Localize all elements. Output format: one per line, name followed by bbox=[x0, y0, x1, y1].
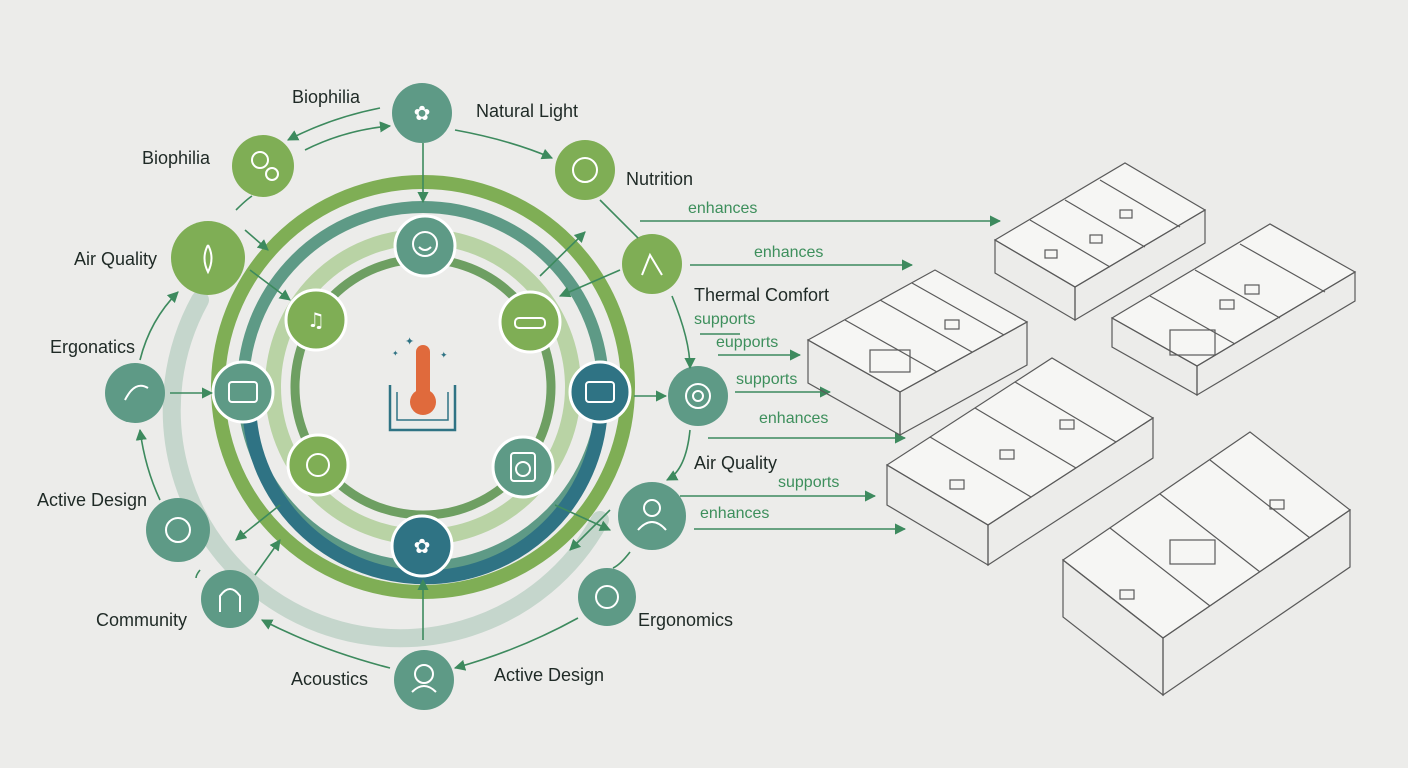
floor-plan-3 bbox=[806, 269, 1029, 437]
label-biophilia-left: Biophilia bbox=[142, 148, 211, 168]
label-acoustics: Acoustics bbox=[291, 669, 369, 689]
svg-text:♫: ♫ bbox=[307, 308, 325, 332]
outer-nodes: ✿ bbox=[105, 83, 728, 710]
label-community: Community bbox=[96, 610, 188, 630]
node-air-quality-left[interactable] bbox=[171, 221, 245, 295]
node-community[interactable] bbox=[201, 570, 259, 628]
label-air-quality-left: Air Quality bbox=[74, 249, 158, 269]
svg-text:✦: ✦ bbox=[405, 335, 414, 348]
relation-label: supports bbox=[778, 474, 840, 491]
svg-text:✦: ✦ bbox=[440, 351, 448, 361]
node-biophilia-left[interactable] bbox=[232, 135, 294, 197]
label-ergonomics-right: Ergonomics bbox=[638, 610, 734, 630]
kitchen-node[interactable] bbox=[211, 360, 275, 424]
label-nutrition: Nutrition bbox=[626, 169, 694, 189]
music-node[interactable]: ♫ bbox=[284, 288, 348, 352]
relation-arrows bbox=[640, 215, 1002, 535]
label-ergonatics: Ergonatics bbox=[50, 337, 136, 357]
washer-node[interactable] bbox=[491, 435, 555, 499]
relation-label: supports bbox=[694, 311, 756, 328]
svg-text:✿: ✿ bbox=[414, 101, 431, 125]
floor-plan-2 bbox=[1110, 223, 1357, 397]
floor-plans bbox=[806, 162, 1357, 697]
node-biophilia-top[interactable]: ✿ bbox=[392, 83, 452, 143]
node-thermal-comfort[interactable] bbox=[668, 366, 728, 426]
label-biophilia-top: Biophilia bbox=[292, 87, 361, 107]
flower-center-node[interactable]: ✿ bbox=[390, 514, 454, 578]
car-node[interactable] bbox=[498, 290, 562, 354]
floor-plan-4 bbox=[885, 357, 1155, 567]
label-thermal-comfort: Thermal Comfort bbox=[694, 285, 830, 305]
svg-text:✿: ✿ bbox=[414, 534, 431, 558]
smile-node[interactable] bbox=[393, 214, 457, 278]
node-active-design-left[interactable] bbox=[146, 498, 210, 562]
floor-plan-5 bbox=[1061, 431, 1352, 697]
node-acoustics[interactable] bbox=[394, 650, 454, 710]
label-active-design-left: Active Design bbox=[37, 490, 148, 510]
relation-label: eupports bbox=[716, 334, 779, 351]
label-active-design-bottom: Active Design bbox=[494, 665, 605, 685]
svg-text:✦: ✦ bbox=[392, 349, 399, 358]
inner-nodes: ♫ ✿ bbox=[211, 214, 632, 578]
label-natural-light: Natural Light bbox=[476, 101, 579, 121]
node-nutrition[interactable] bbox=[622, 234, 682, 294]
relation-label: enhances bbox=[688, 200, 758, 217]
thermometer-icon: ✦ ✦ ✦ bbox=[388, 335, 457, 432]
hands-node[interactable] bbox=[286, 433, 350, 497]
node-natural-light[interactable] bbox=[555, 140, 615, 200]
relation-label: enhances bbox=[754, 244, 824, 261]
label-air-quality-right: Air Quality bbox=[694, 453, 778, 473]
relation-label: enhances bbox=[759, 410, 829, 427]
radio-node[interactable] bbox=[568, 360, 632, 424]
node-air-quality-right[interactable] bbox=[618, 482, 686, 550]
outer-pale-ring bbox=[162, 291, 609, 648]
relation-label: enhances bbox=[700, 505, 770, 522]
wheel-arrows bbox=[135, 107, 696, 671]
node-ergonomics-right[interactable] bbox=[578, 568, 636, 626]
relation-label: supports bbox=[736, 371, 798, 388]
floor-plan-1 bbox=[993, 162, 1207, 322]
node-ergonatics-left[interactable] bbox=[105, 363, 165, 423]
